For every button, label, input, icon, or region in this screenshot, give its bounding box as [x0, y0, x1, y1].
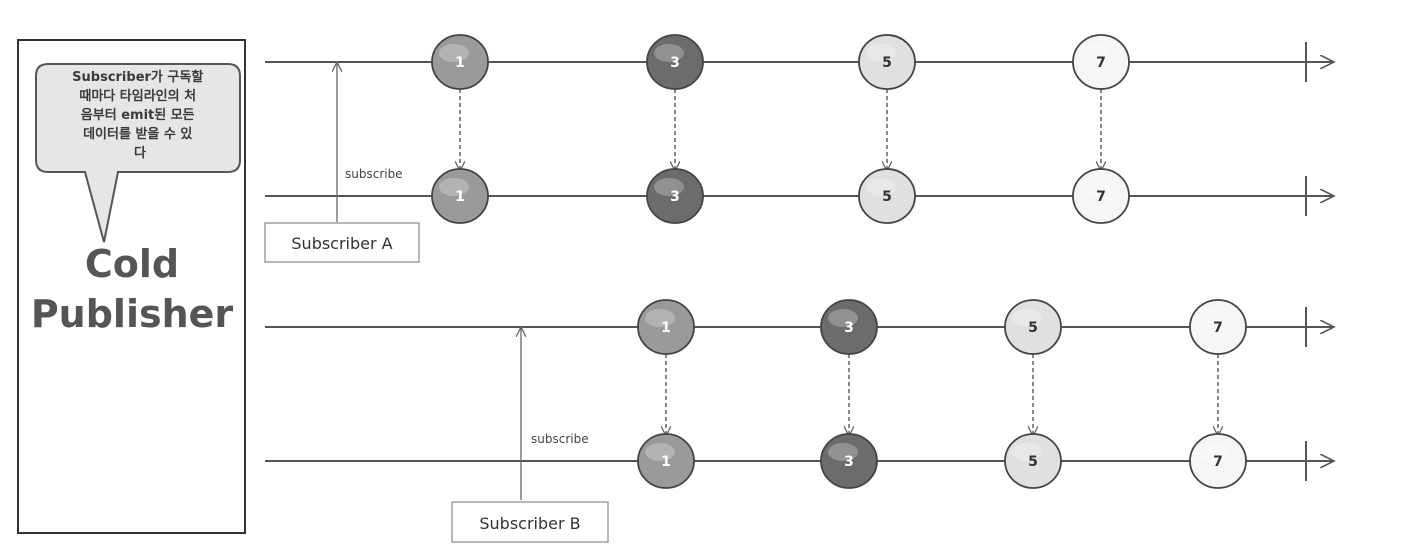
bubble-line-4: 데이터를 받을 수 있 — [83, 126, 192, 142]
marble-label: 7 — [1096, 55, 1106, 71]
marble-highlight — [1197, 309, 1227, 327]
marble-circle — [1072, 168, 1130, 224]
marble-3: 3 — [820, 433, 878, 489]
subscriber-a-label: Subscriber A — [291, 234, 392, 253]
subscriber-b-group: subscribe Subscriber B — [451, 327, 609, 543]
marble-highlight — [1080, 178, 1110, 196]
marble-1: 1 — [431, 168, 489, 224]
subscriber-b-label: Subscriber B — [479, 514, 580, 533]
marble-highlight — [828, 443, 858, 461]
marble-highlight — [866, 178, 896, 196]
svg-text:Subscriber가 구독할 때마다 타임라: Subscriber가 구독할 때마다 타임라인의 처 음부터 emit된 모든… — [72, 69, 208, 161]
speech-bubble: Subscriber가 구독할 때마다 타임라인의 처 음부터 emit된 모든… — [35, 63, 241, 243]
subscriber-b-box — [451, 501, 609, 543]
marble-circle — [637, 433, 695, 489]
marble-highlight — [1012, 443, 1042, 461]
marble-highlight — [439, 44, 469, 62]
publisher-title-line2: Publisher — [31, 292, 234, 336]
marble-circle — [1004, 299, 1062, 355]
marble-1: 1 — [431, 34, 489, 90]
marble-circle — [1072, 34, 1130, 90]
subscriber-a-box — [264, 222, 420, 263]
marble-circle — [858, 34, 916, 90]
bubble-line-5: 다 — [134, 145, 146, 161]
marble-label: 1 — [661, 454, 671, 470]
marble-7: 7 — [1189, 433, 1247, 489]
marble-label: 3 — [670, 189, 680, 205]
marble-circle — [1189, 299, 1247, 355]
marble-label: 3 — [670, 55, 680, 71]
marble-label: 5 — [882, 189, 892, 205]
marble-3: 3 — [820, 299, 878, 355]
marble-circle — [646, 34, 704, 90]
marble-label: 1 — [455, 189, 465, 205]
marble-3: 3 — [646, 168, 704, 224]
marble-label: 5 — [882, 55, 892, 71]
marble-label: 1 — [455, 55, 465, 71]
marble-highlight — [654, 44, 684, 62]
marble-highlight — [645, 309, 675, 327]
marble-circle — [646, 168, 704, 224]
marble-label: 7 — [1213, 454, 1223, 470]
marble-highlight — [1197, 443, 1227, 461]
marble-label: 3 — [844, 454, 854, 470]
marble-5: 5 — [1004, 433, 1062, 489]
marble-highlight — [1080, 44, 1110, 62]
marble-circle — [1189, 433, 1247, 489]
bubble-line-3: 음부터 emit된 모든 — [81, 107, 195, 123]
timelines: 1 3 5 7 1 3 5 7 1 3 5 7 1 3 5 7 — [265, 34, 1334, 489]
marble-label: 5 — [1028, 454, 1038, 470]
marble-circle — [858, 168, 916, 224]
marble-circle — [431, 34, 489, 90]
marble-7: 7 — [1189, 299, 1247, 355]
marble-highlight — [828, 309, 858, 327]
marble-7: 7 — [1072, 34, 1130, 90]
marble-3: 3 — [646, 34, 704, 90]
marble-5: 5 — [1004, 299, 1062, 355]
marble-highlight — [866, 44, 896, 62]
marble-7: 7 — [1072, 168, 1130, 224]
subscribe-label-a: subscribe — [345, 167, 403, 181]
marble-label: 3 — [844, 320, 854, 336]
marble-highlight — [1012, 309, 1042, 327]
marble-label: 7 — [1096, 189, 1106, 205]
subscribe-label-b: subscribe — [531, 432, 589, 446]
bubble-line-1: Subscriber가 구독할 — [72, 69, 203, 85]
marble-circle — [431, 168, 489, 224]
marble-label: 7 — [1213, 320, 1223, 336]
marble-label: 1 — [661, 320, 671, 336]
marble-5: 5 — [858, 34, 916, 90]
subscriber-a-group: subscribe Subscriber A — [264, 62, 420, 263]
marble-label: 5 — [1028, 320, 1038, 336]
marble-circle — [1004, 433, 1062, 489]
marble-highlight — [645, 443, 675, 461]
marble-circle — [820, 433, 878, 489]
marble-5: 5 — [858, 168, 916, 224]
marble-circle — [820, 299, 878, 355]
bubble-line-2: 때마다 타임라인의 처 — [79, 88, 196, 104]
marble-highlight — [654, 178, 684, 196]
marble-highlight — [439, 178, 469, 196]
marble-circle — [637, 299, 695, 355]
marble-1: 1 — [637, 433, 695, 489]
marble-1: 1 — [637, 299, 695, 355]
publisher-title-line1: Cold — [85, 242, 179, 286]
